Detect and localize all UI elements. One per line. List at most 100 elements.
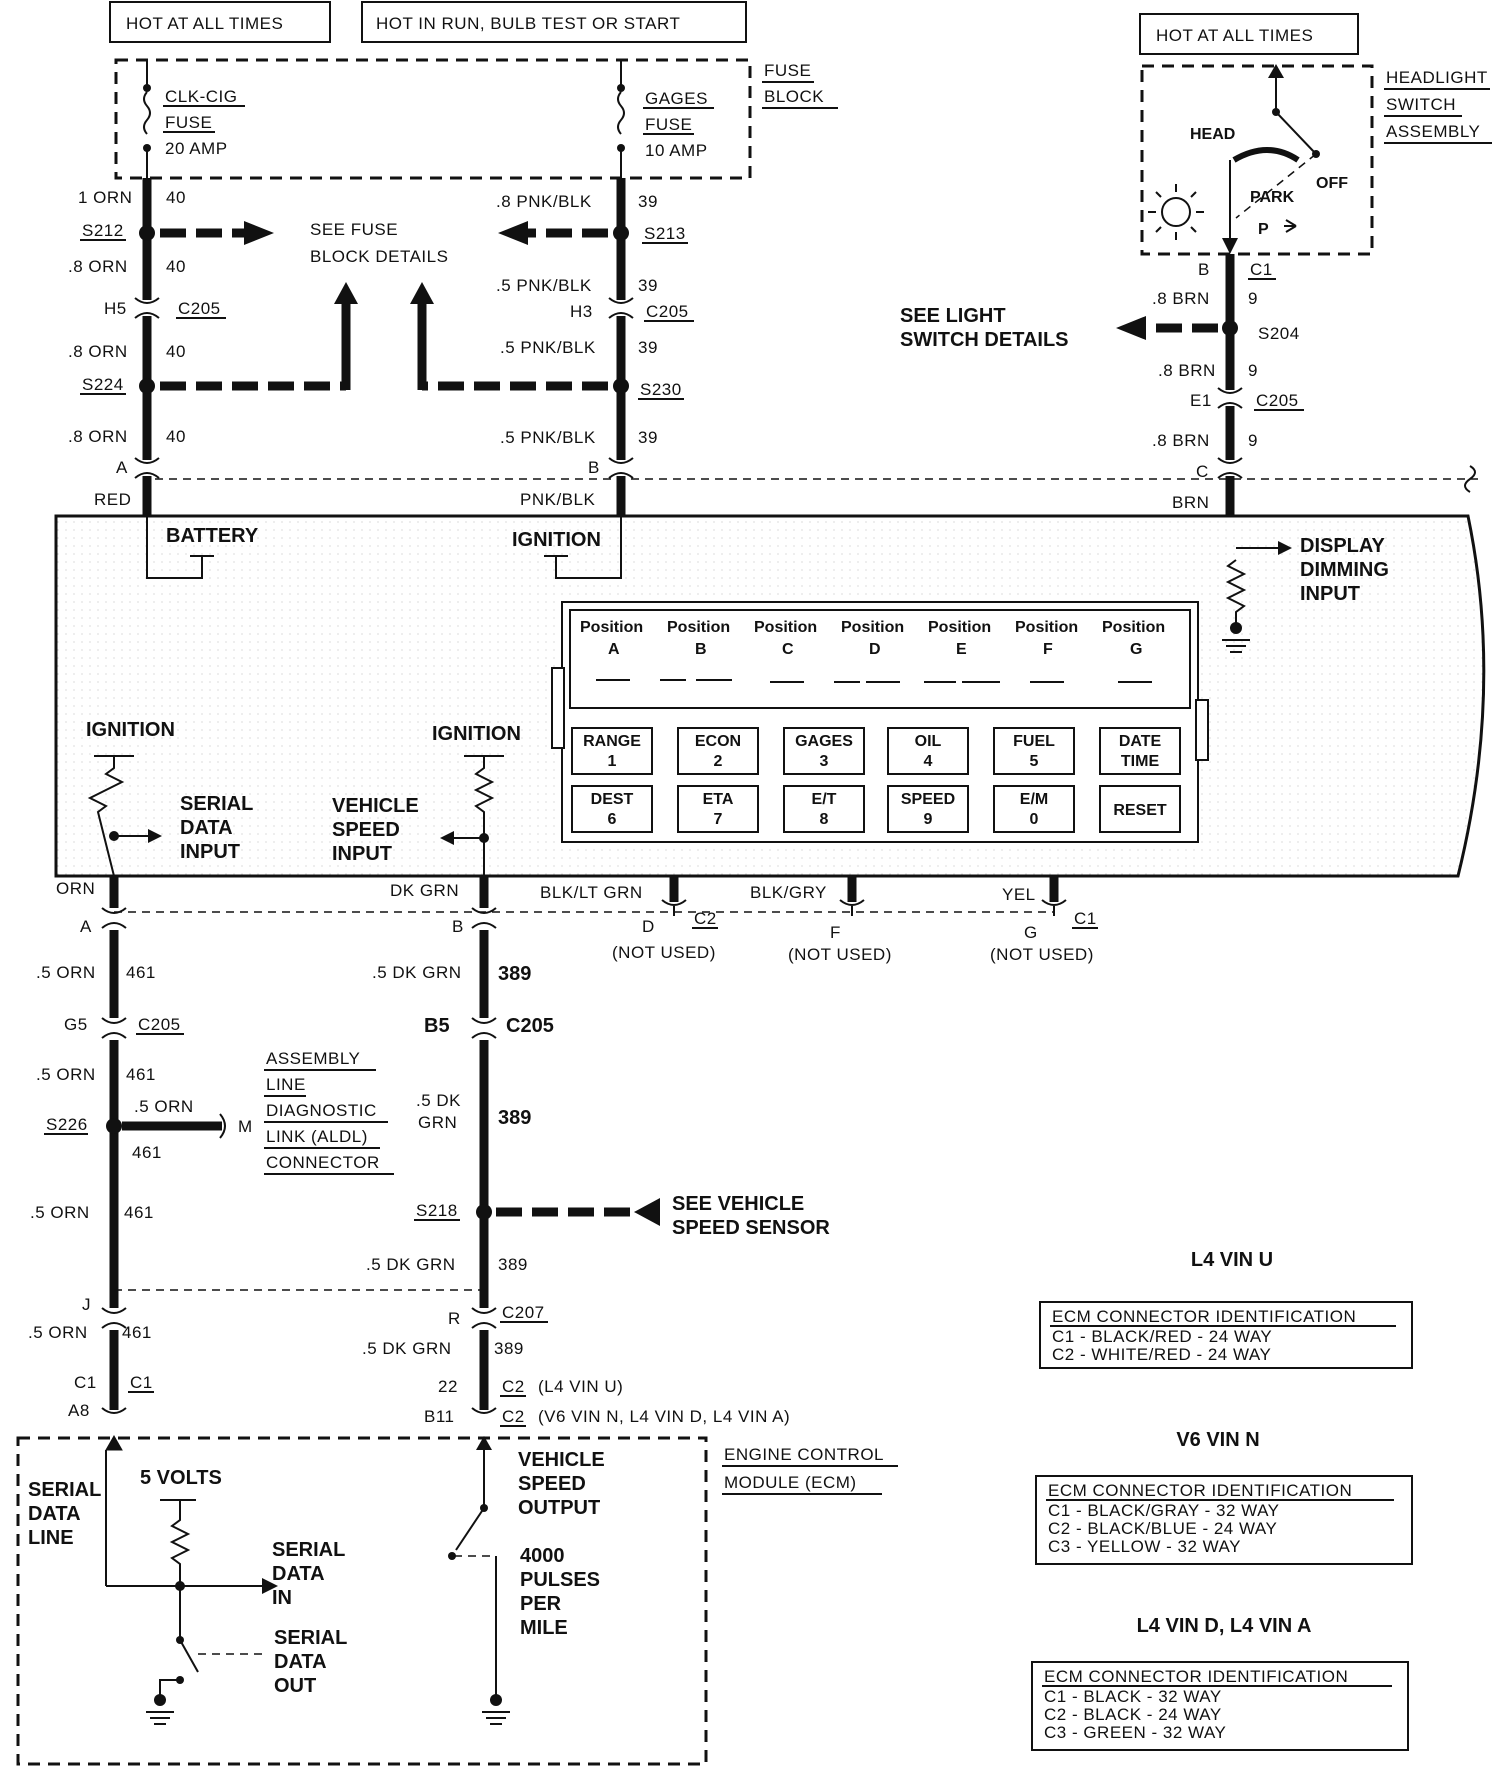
serial-data-out-line-1: SERIAL (274, 1627, 347, 1649)
hot-at-all-times-right-label: HOT AT ALL TIMES (1156, 26, 1313, 45)
display-dimming-line-2: DIMMING (1300, 559, 1389, 581)
hot-in-run-box (361, 1, 747, 43)
ecm-title-1: ENGINE CONTROL (724, 1445, 884, 1464)
et-key[interactable]: E/T8 (783, 785, 865, 833)
pin-r-connector-icon (471, 1307, 497, 1329)
lower-connector: ORN DK GRN BLK/LT GRN BLK/GRY YEL A B D … (56, 876, 1098, 964)
serial-data-in-line-2: DATA (272, 1563, 325, 1585)
hot-at-all-times-label: HOT AT ALL TIMES (126, 14, 283, 33)
em-key[interactable]: E/M0 (993, 785, 1075, 833)
svg-text:Position: Position (580, 619, 643, 636)
p-label: P (1258, 221, 1269, 238)
ignition-mid-label: IGNITION (432, 723, 521, 745)
pin-a-connector-icon (134, 457, 160, 479)
fuse-block-label-1: FUSE (764, 61, 811, 80)
see-vss-line-2: SPEED SENSOR (672, 1217, 830, 1239)
pulses-line-4: MILE (520, 1617, 568, 1639)
wire-label: GRN (418, 1113, 457, 1132)
c205-connector-icon (134, 297, 160, 319)
svg-text:DATE: DATE (1119, 733, 1162, 750)
pin-label-d: D (642, 917, 655, 936)
connector-label-c205: C205 (178, 299, 221, 318)
ecm-id-heading: L4 VIN D, L4 VIN A (1137, 1615, 1312, 1637)
vehicle-speed-output-line-2: SPEED (518, 1473, 586, 1495)
aldl-label-5: CONNECTOR (266, 1153, 380, 1172)
gages-fuse-word: FUSE (645, 115, 692, 134)
svg-text:OIL: OIL (915, 733, 942, 750)
park-position-label: PARK (1250, 189, 1295, 206)
pulses-line-3: PER (520, 1593, 562, 1615)
engine-control-module: ENGINE CONTROL MODULE (ECM) SERIAL DATA … (16, 1434, 898, 1766)
pin-label-h5: H5 (104, 299, 127, 318)
ecm-id-l4-vin-d-a: L4 VIN D, L4 VIN A ECM CONNECTOR IDENTIF… (1031, 1615, 1409, 1751)
headlight-switch-title-2: SWITCH (1386, 95, 1456, 114)
gages-fuse-icon (617, 91, 625, 135)
vehicle-speed-input-line-2: SPEED (332, 819, 400, 841)
headlight-switch-outline (1140, 64, 1374, 256)
gages-fuse-name: GAGES (645, 89, 708, 108)
wire-label: .5 PNK/BLK (500, 338, 596, 357)
circuit-number: 40 (166, 427, 186, 446)
svg-text:2: 2 (714, 753, 723, 770)
reset-key[interactable]: RESET (1099, 785, 1181, 833)
fuse-block-label-2: BLOCK (764, 87, 824, 106)
wire-color-blk-lt-grn: BLK/LT GRN (540, 883, 643, 902)
display-dimming-line-3: INPUT (1300, 583, 1360, 605)
ecm-id-line: C1 - BLACK/GRAY - 32 WAY (1048, 1501, 1280, 1520)
see-fuse-details-line-1: SEE FUSE (310, 220, 398, 239)
ecm-title-2: MODULE (ECM) (724, 1473, 857, 1492)
connector-label-c2: C2 (502, 1377, 525, 1396)
splice-s213 (613, 225, 629, 241)
splice-label-s226: S226 (46, 1115, 88, 1134)
circuit-9: B C1 .8 BRN 9 S204 .8 BRN 9 E1 C205 .8 B… (900, 254, 1304, 560)
wire-label: .8 BRN (1158, 361, 1216, 380)
splice-label-s224: S224 (82, 375, 124, 394)
serial-data-in-line-3: IN (272, 1587, 292, 1609)
headlight-switch-title-3: ASSEMBLY (1386, 122, 1480, 141)
vehicle-speed-input-line-3: INPUT (332, 843, 392, 865)
arrow-left-icon (634, 1198, 660, 1226)
circuit-number: 461 (124, 1203, 154, 1222)
pin-label-m: M (238, 1117, 253, 1136)
clk-fuse-word: FUSE (165, 113, 212, 132)
pin-label-b11: B11 (424, 1407, 455, 1426)
clk-fuse-amps: 20 AMP (165, 139, 228, 158)
svg-text:G: G (1130, 641, 1142, 658)
connector-label-c2: C2 (694, 909, 717, 928)
aldl-label-4: LINK (ALDL) (266, 1127, 368, 1146)
circuit-number: 40 (166, 342, 186, 361)
c205-connector-icon (1217, 387, 1243, 409)
wire-label: .5 ORN (36, 1065, 96, 1084)
vehicle-speed-pullup-icon (473, 756, 495, 876)
aldl-connector-icon (219, 1113, 226, 1139)
park-lamp-icon (1284, 219, 1297, 233)
headlight-switch-blade (1275, 111, 1317, 155)
svg-text:Position: Position (928, 619, 991, 636)
ecm-id-line: C3 - GREEN - 32 WAY (1044, 1723, 1226, 1742)
splice-s204 (1222, 320, 1238, 336)
aldl-label-2: LINE (266, 1075, 306, 1094)
circuit-number: 389 (494, 1339, 524, 1358)
splice-s226 (106, 1118, 122, 1134)
serial-data-line-3: LINE (28, 1527, 74, 1549)
svg-text:7: 7 (714, 811, 723, 828)
wire-color-red: RED (94, 490, 131, 509)
circuit-39: .8 PNK/BLK 39 S213 .5 PNK/BLK 39 H3 C205… (496, 178, 694, 516)
wire-label: .8 ORN (68, 342, 128, 361)
circuit-number: 39 (638, 338, 658, 357)
wire-label: .5 ORN (36, 963, 96, 982)
not-used-g: (NOT USED) (990, 945, 1094, 964)
circuit-number: 40 (166, 188, 186, 207)
wire-label: .5 PNK/BLK (500, 428, 596, 447)
